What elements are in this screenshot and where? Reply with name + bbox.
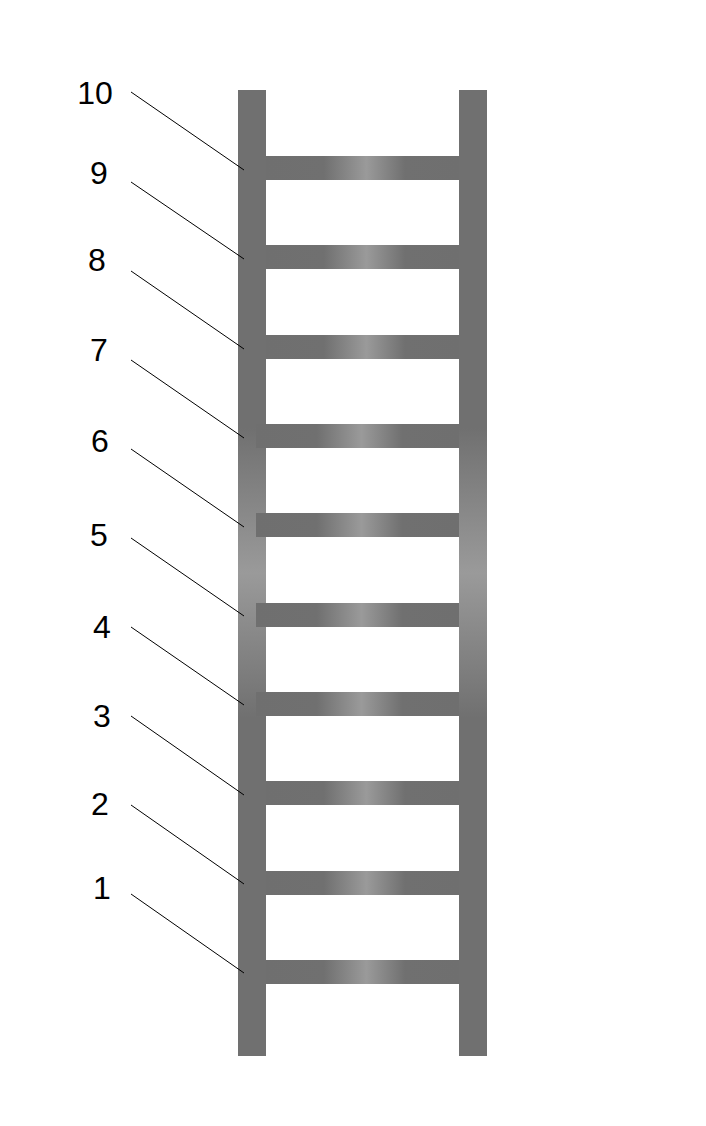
- leader-line: [131, 894, 244, 973]
- left-rail: [238, 90, 266, 1056]
- callout-number: 5: [69, 515, 129, 555]
- callout-number: 8: [67, 240, 127, 280]
- callout-number: 2: [70, 784, 130, 824]
- leader-line: [131, 271, 244, 349]
- rung: [266, 781, 459, 805]
- leader-line: [131, 716, 244, 795]
- leader-line: [131, 92, 244, 170]
- leader-line: [131, 182, 244, 259]
- rung: [266, 245, 459, 269]
- leader-line: [131, 360, 244, 438]
- rung: [266, 156, 459, 180]
- rung: [256, 603, 459, 627]
- leader-line: [131, 538, 244, 616]
- leader-lines: [131, 92, 244, 973]
- right-rail: [459, 90, 487, 1056]
- leader-line: [131, 805, 244, 884]
- callout-number: 1: [72, 868, 132, 908]
- rung: [256, 424, 459, 448]
- callout-number: 3: [72, 696, 132, 736]
- rung: [266, 960, 459, 984]
- rung: [266, 871, 459, 895]
- rung: [266, 335, 459, 359]
- callout-number: 9: [69, 153, 129, 193]
- callout-number: 4: [72, 607, 132, 647]
- leader-line: [131, 627, 244, 705]
- leader-line: [131, 449, 244, 527]
- rung: [256, 513, 459, 537]
- callout-number: 10: [65, 73, 125, 113]
- callout-number: 7: [69, 330, 129, 370]
- callout-number: 6: [70, 421, 130, 461]
- rung: [256, 692, 459, 716]
